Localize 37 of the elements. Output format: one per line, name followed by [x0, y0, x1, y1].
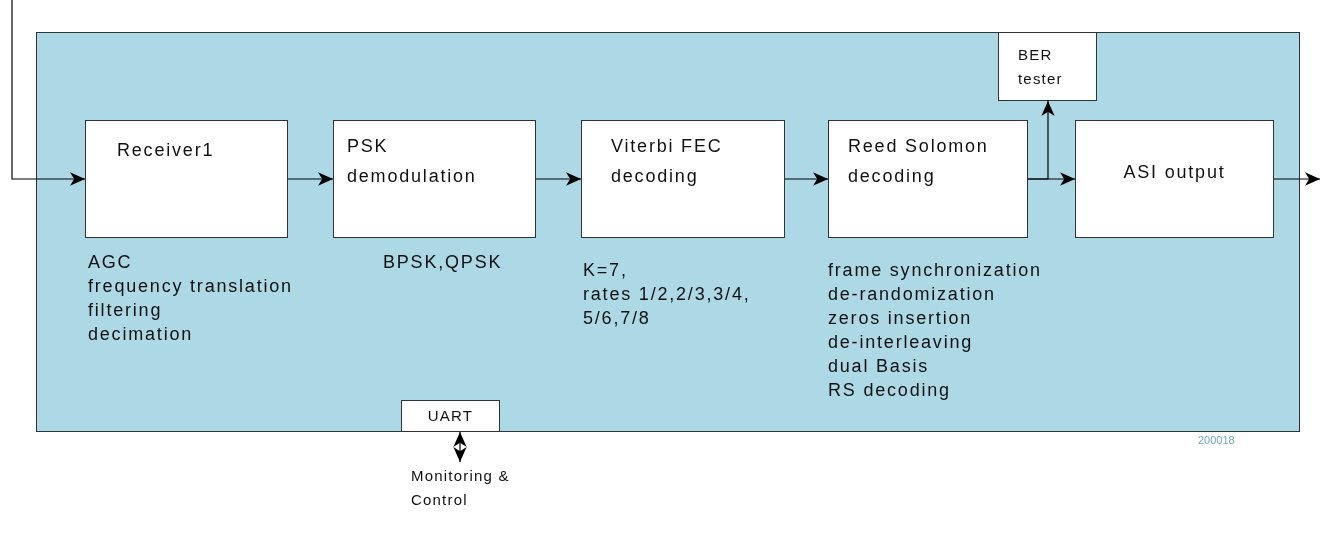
annotation-text: de-interleaving — [828, 331, 975, 354]
box-label: Viterbi FEC decoding — [611, 135, 724, 188]
box-label: Reed Solomon decoding — [848, 135, 990, 188]
annotation-text: dual Basis — [828, 355, 931, 378]
double-arrow — [453, 431, 467, 463]
annotation-text: decimation — [88, 323, 195, 346]
annotation-text: de-randomization — [828, 283, 997, 306]
process-box — [401, 400, 500, 432]
annotation-text: frame synchronization — [828, 259, 1043, 282]
arrow — [11, 0, 86, 186]
annotation-text: BPSK,QPSK — [383, 251, 504, 274]
process-box — [1075, 120, 1274, 238]
box-label: UART — [427, 406, 474, 426]
annotation-text: RS decoding — [828, 379, 952, 402]
annotation-text: frequency translation — [88, 275, 294, 298]
annotation-text: K=7, — [583, 259, 629, 282]
process-box — [828, 120, 1028, 238]
figure-number: 200018 — [1198, 433, 1235, 448]
box-label: Receiver1 — [117, 139, 216, 162]
panel-background — [36, 32, 1300, 432]
box-label: BER tester — [1018, 45, 1064, 89]
arrow — [287, 172, 334, 186]
annotation-text: AGC — [88, 251, 134, 274]
arrow — [1273, 172, 1321, 186]
annotation-text: rates 1/2,2/3,3/4, 5/6,7/8 — [583, 283, 752, 330]
box-label: PSK demodulation — [347, 135, 478, 188]
arrow — [1027, 100, 1055, 180]
box-label: ASI output — [1123, 161, 1226, 184]
annotation-text: zeros insertion — [828, 307, 974, 330]
process-box — [998, 32, 1097, 101]
annotation-text: filtering — [88, 299, 164, 322]
arrow — [535, 172, 582, 186]
process-box — [333, 120, 536, 238]
box-label: Monitoring & Control — [411, 466, 511, 510]
process-box — [85, 120, 288, 238]
arrow — [784, 172, 829, 186]
process-box — [581, 120, 785, 238]
